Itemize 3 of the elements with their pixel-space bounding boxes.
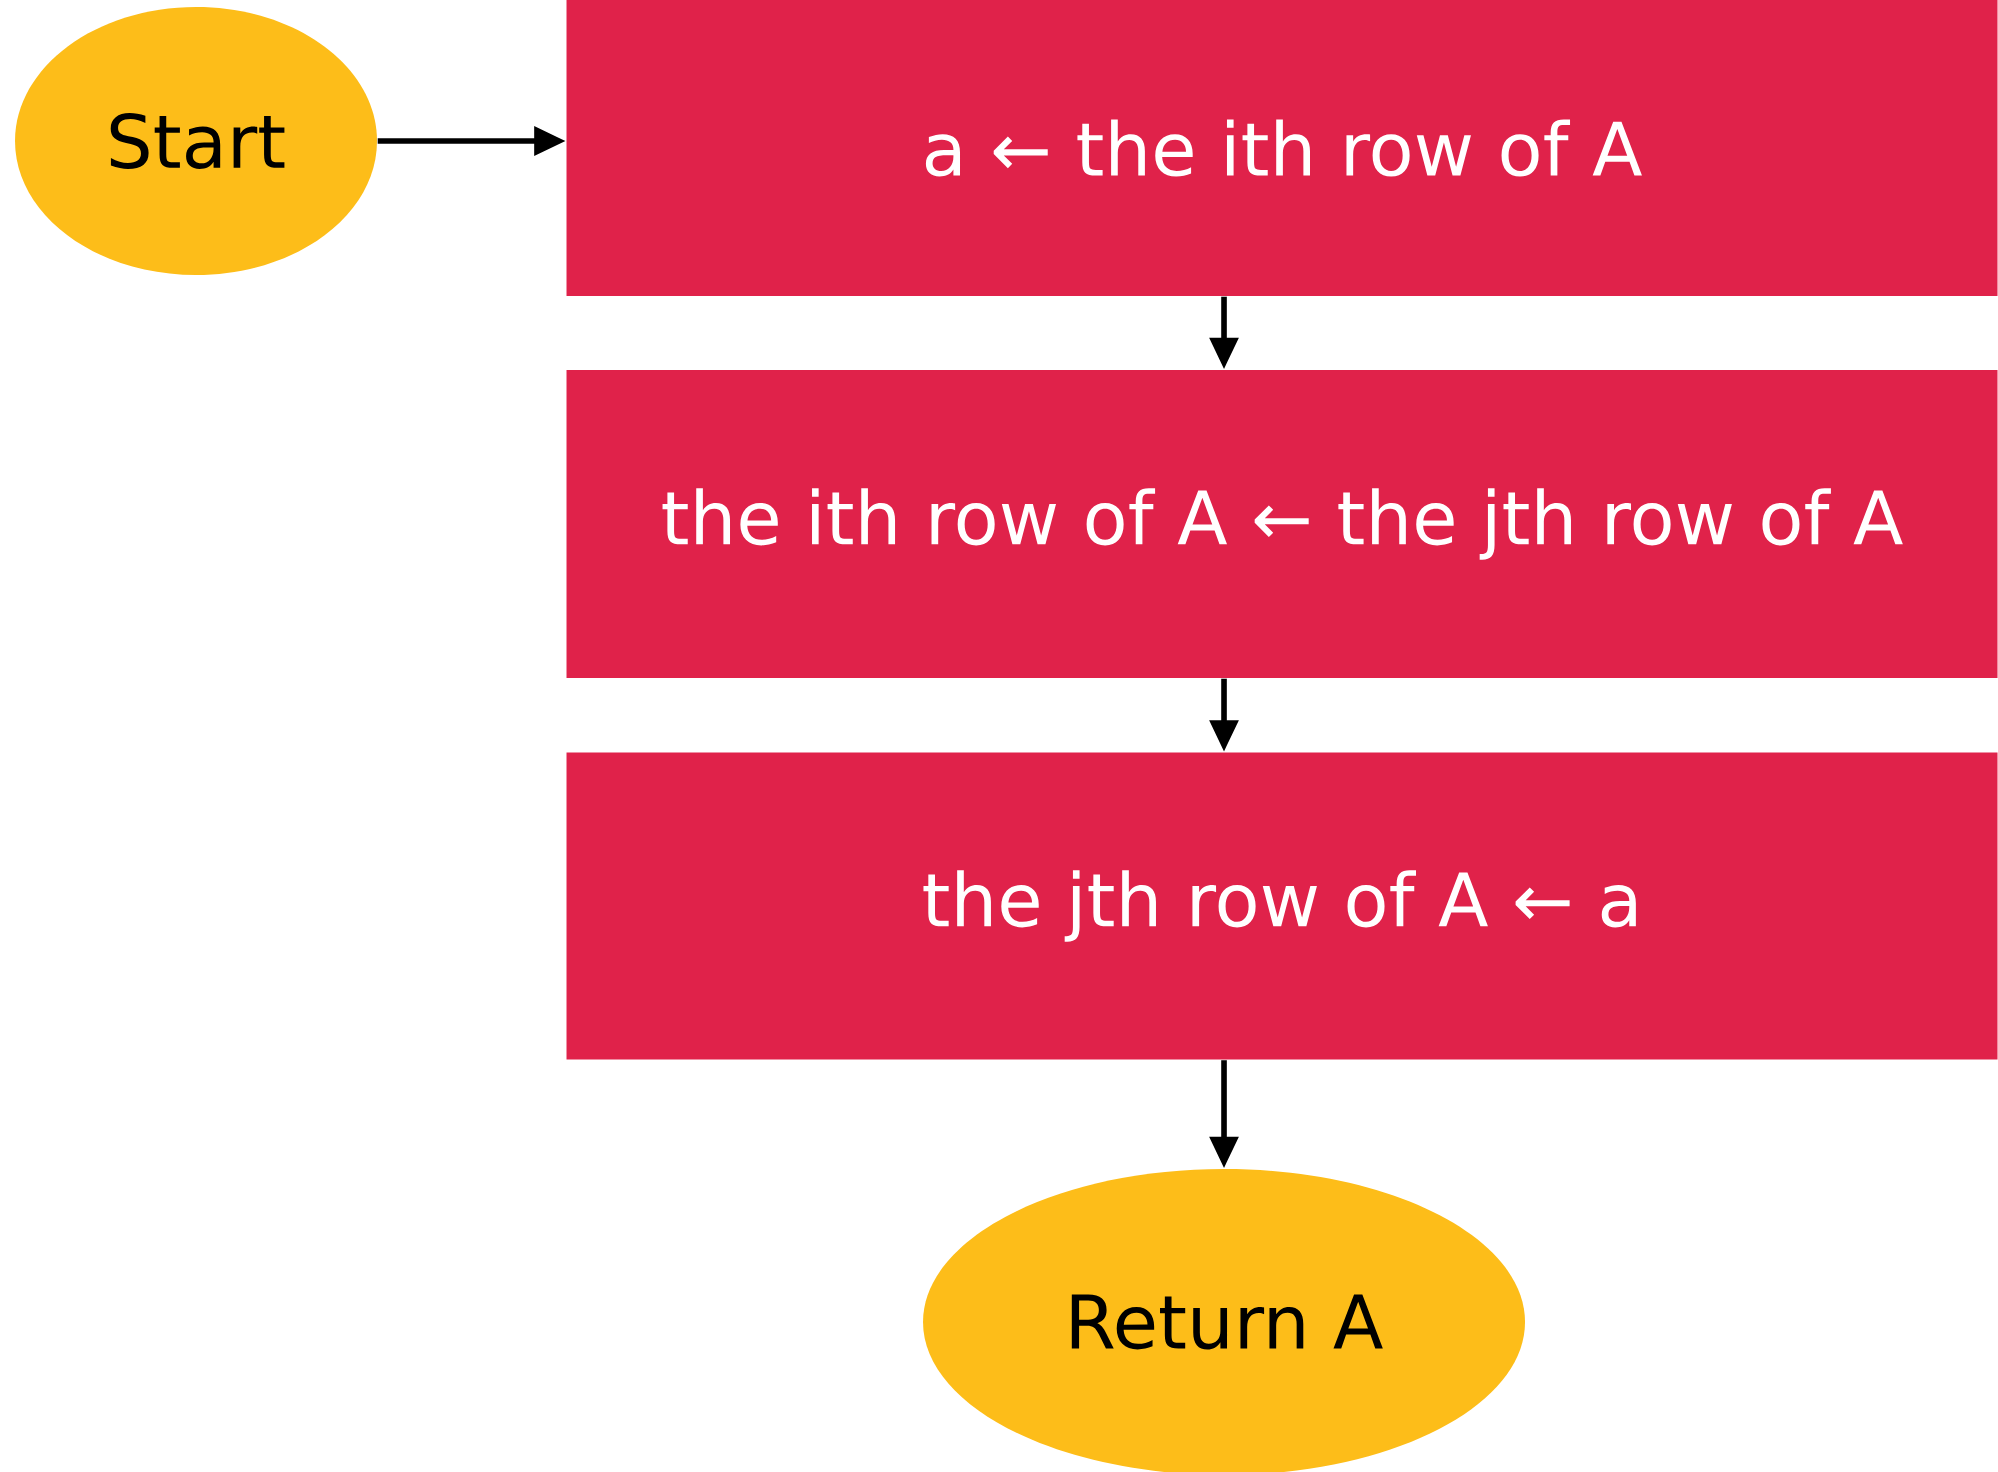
process-box: the ith row of A ← the jth row of A <box>566 370 1998 678</box>
process-box: a ← the ith row of A <box>566 0 1998 296</box>
process-box: the jth row of A ← a <box>566 752 1998 1060</box>
